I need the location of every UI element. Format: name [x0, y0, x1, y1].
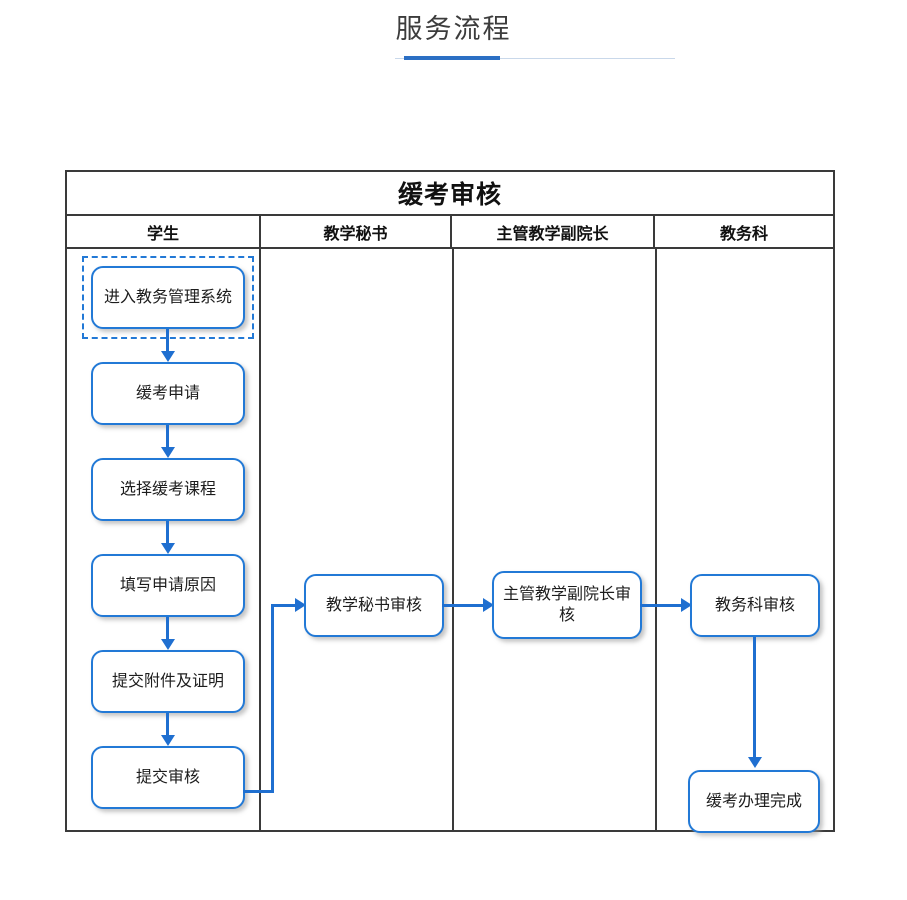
arrow-down-icon-n5-n6 — [161, 735, 175, 746]
flow-node-secretary-review[interactable]: 教学秘书审核 — [304, 574, 444, 637]
flow-node-fill-reason[interactable]: 填写申请原因 — [91, 554, 245, 617]
flow-node-defer-complete[interactable]: 缓考办理完成 — [688, 770, 820, 833]
arrow-right-icon-n8-n9 — [681, 598, 692, 612]
connector-n1-n2 — [166, 329, 169, 355]
page-title: 服务流程 — [395, 14, 512, 44]
swimlane-diagram: 缓考审核 学生 教学秘书 主管教学副院长 教务科 进入教务管理系统 缓考申请 选… — [65, 170, 835, 833]
lane-divider-3 — [655, 249, 657, 830]
lane-header-teaching-secretary: 教学秘书 — [259, 216, 450, 247]
connector-n2-n3 — [166, 425, 169, 451]
connector-n9-n10-seg1 — [753, 637, 756, 762]
lane-divider-1 — [259, 249, 261, 830]
arrow-down-icon-n3-n4 — [161, 543, 175, 554]
lane-header-vice-dean: 主管教学副院长 — [450, 216, 653, 247]
arrow-right-icon-n7-n8 — [483, 598, 494, 612]
lane-header-row: 学生 教学秘书 主管教学副院长 教务科 — [67, 216, 833, 249]
connector-n6-n7-seg3 — [271, 604, 297, 607]
title-rule-accent — [404, 56, 500, 60]
connector-n7-n8-seg1 — [442, 604, 486, 607]
connector-n6-n7-seg1 — [243, 790, 274, 793]
arrow-down-icon-n1-n2 — [161, 351, 175, 362]
connector-n8-n9-seg1 — [640, 604, 684, 607]
lane-header-academic-affairs: 教务科 — [653, 216, 833, 247]
connector-n3-n4 — [166, 521, 169, 547]
connector-n4-n5 — [166, 617, 169, 643]
arrow-right-icon-n6-n7 — [295, 598, 306, 612]
lane-header-student: 学生 — [146, 225, 179, 243]
arrow-down-icon-n4-n5 — [161, 639, 175, 650]
flow-node-submit-attachments[interactable]: 提交附件及证明 — [91, 650, 245, 713]
flow-node-vice-dean-review[interactable]: 主管教学副院长审核 — [492, 571, 642, 639]
arrow-down-icon-n2-n3 — [161, 447, 175, 458]
connector-n6-n7-seg2 — [271, 605, 274, 793]
arrow-down-icon-n9-n10 — [748, 757, 762, 768]
flow-node-defer-application[interactable]: 缓考申请 — [91, 362, 245, 425]
page-heading: 服务流程 — [0, 12, 907, 46]
diagram-title: 缓考审核 — [397, 181, 502, 209]
flow-node-enter-system[interactable]: 进入教务管理系统 — [91, 266, 245, 329]
lane-divider-2 — [452, 249, 454, 830]
flow-node-affairs-review[interactable]: 教务科审核 — [690, 574, 820, 637]
diagram-title-row: 缓考审核 — [67, 172, 833, 216]
flow-node-select-course[interactable]: 选择缓考课程 — [91, 458, 245, 521]
connector-n5-n6 — [166, 713, 169, 739]
flow-node-submit-review[interactable]: 提交审核 — [91, 746, 245, 809]
title-rule — [395, 58, 675, 59]
lane-body: 进入教务管理系统 缓考申请 选择缓考课程 填写申请原因 提交附件及证明 提交审核… — [67, 249, 833, 833]
